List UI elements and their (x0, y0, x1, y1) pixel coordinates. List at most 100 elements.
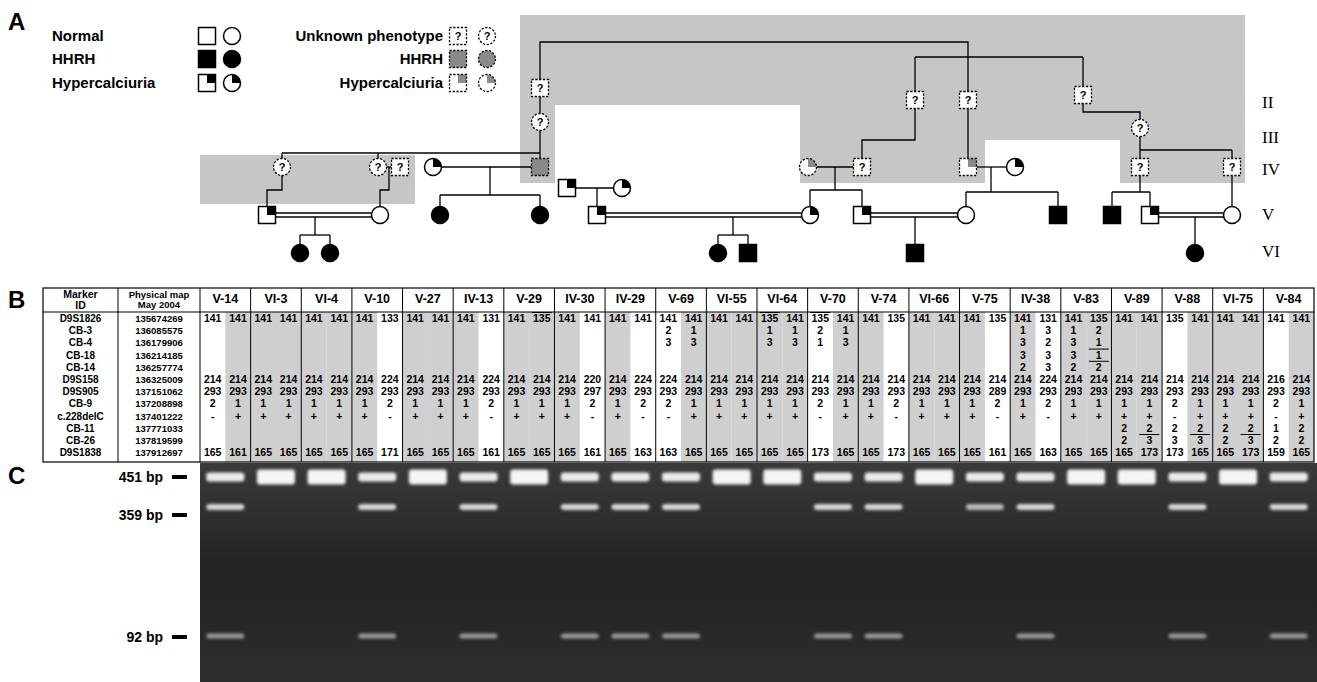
table-header: Physical map May 2004 (120, 290, 198, 310)
sample-id: IV-30 (565, 293, 594, 306)
allele-value: 141 (1217, 313, 1235, 324)
allele-value: 165 (685, 448, 703, 459)
allele-value: 1 (336, 399, 342, 410)
allele-value: + (944, 411, 950, 422)
sample-id: IV-29 (616, 293, 645, 306)
table-rule (301, 288, 302, 462)
allele-value: 1 (1071, 399, 1077, 410)
pedigree-line (914, 57, 915, 92)
haplotype-shade (1061, 312, 1086, 462)
allele-value: + (361, 411, 367, 422)
gel-band (460, 473, 498, 482)
allele-value: 141 (558, 313, 576, 324)
sample-id: VI-64 (767, 293, 797, 306)
allele-value: 165 (255, 448, 273, 459)
allele-value: 293 (1191, 387, 1209, 398)
gel-band (1270, 634, 1308, 639)
symbol-outline (432, 207, 449, 224)
sample-id: IV-13 (464, 293, 493, 306)
allele-value: 1 (539, 399, 545, 410)
quarter-fill (487, 75, 496, 84)
pedigree-symbol (960, 92, 977, 109)
pedigree-line (1082, 57, 1083, 87)
allele-value: 141 (963, 313, 981, 324)
symbol-fill (259, 207, 276, 224)
gel-band (814, 504, 852, 510)
allele-value: 3 (1172, 435, 1178, 446)
allele-value: 141 (938, 313, 956, 324)
allele-value: 135 (887, 313, 905, 324)
allele-value: + (1298, 411, 1304, 422)
pedigree-line (967, 109, 968, 159)
allele-value: 214 (356, 374, 374, 385)
pedigree-symbol (370, 159, 387, 176)
symbol-outline (960, 92, 977, 109)
allele-value: 133 (381, 313, 399, 324)
allele-value: 163 (1039, 448, 1057, 459)
pedigree-symbol (425, 159, 442, 176)
allele-value: - (667, 411, 671, 422)
allele-value: + (1146, 411, 1152, 422)
allele-value: 2 (665, 326, 671, 337)
allele-value: 214 (938, 374, 956, 385)
sample-id: V-89 (1124, 293, 1150, 306)
allele-value: 297 (584, 387, 602, 398)
allele-value: 141 (204, 313, 222, 324)
haplotype-shade (934, 312, 959, 462)
allele-value: 293 (1115, 387, 1133, 398)
allele-value: + (311, 411, 317, 422)
allele-value: 2 (1096, 362, 1102, 373)
haplotype-shade (529, 312, 554, 462)
pedigree-symbol (479, 75, 496, 92)
marker-name: D9S905 (62, 387, 98, 398)
physical-position: 137151062 (135, 387, 183, 397)
symbol-outline (450, 28, 467, 45)
gel-band (1168, 634, 1206, 639)
quarter-fill (267, 207, 276, 216)
haplotype-shade (225, 312, 250, 462)
pedigree-line (1083, 104, 1140, 120)
gel-bands (206, 470, 1307, 639)
allele-value: 135 (989, 313, 1007, 324)
haplotype-shade (1111, 312, 1136, 462)
allele-value: 141 (736, 313, 754, 324)
allele-value: 1 (691, 326, 697, 337)
allele-value: 141 (305, 313, 323, 324)
size-tick (172, 475, 187, 479)
haplotype-shade (681, 312, 706, 462)
allele-value: 165 (457, 448, 475, 459)
sample-id: V-10 (364, 293, 390, 306)
symbol-fill (1132, 120, 1149, 137)
allele-value: 214 (432, 374, 450, 385)
physical-position: 136214185 (135, 351, 183, 361)
pedigree-line (606, 216, 802, 217)
allele-value: 141 (913, 313, 931, 324)
symbol-outline (559, 180, 576, 197)
haplotype-shade (833, 312, 858, 462)
allele-value: 293 (508, 387, 526, 398)
allele-value: 171 (381, 448, 399, 459)
symbol-outline (1187, 245, 1204, 262)
marker-name: CB-4 (69, 338, 92, 349)
pedigree-symbol (1187, 245, 1204, 262)
symbol-fill (1050, 207, 1067, 224)
symbol-fill (802, 207, 819, 224)
allele-value: 1 (817, 338, 823, 349)
allele-value: 214 (989, 374, 1007, 385)
band-size-label: 92 bp (126, 630, 163, 645)
gel-band (662, 634, 700, 639)
size-tick (172, 513, 187, 517)
pedigree-line (1139, 137, 1140, 159)
symbol-fill (1104, 207, 1121, 224)
allele-value: 173 (1242, 448, 1260, 459)
allele-value: 165 (305, 448, 323, 459)
allele-value: + (969, 411, 975, 422)
pedigree-line (442, 166, 532, 167)
symbol-outline (274, 159, 291, 176)
allele-value: 293 (1090, 387, 1108, 398)
allele-value: + (1197, 411, 1203, 422)
allele-value: + (286, 411, 292, 422)
allele-value: 293 (229, 387, 247, 398)
allele-value: 3 (1020, 350, 1026, 361)
marker-name: CB-14 (66, 363, 95, 374)
